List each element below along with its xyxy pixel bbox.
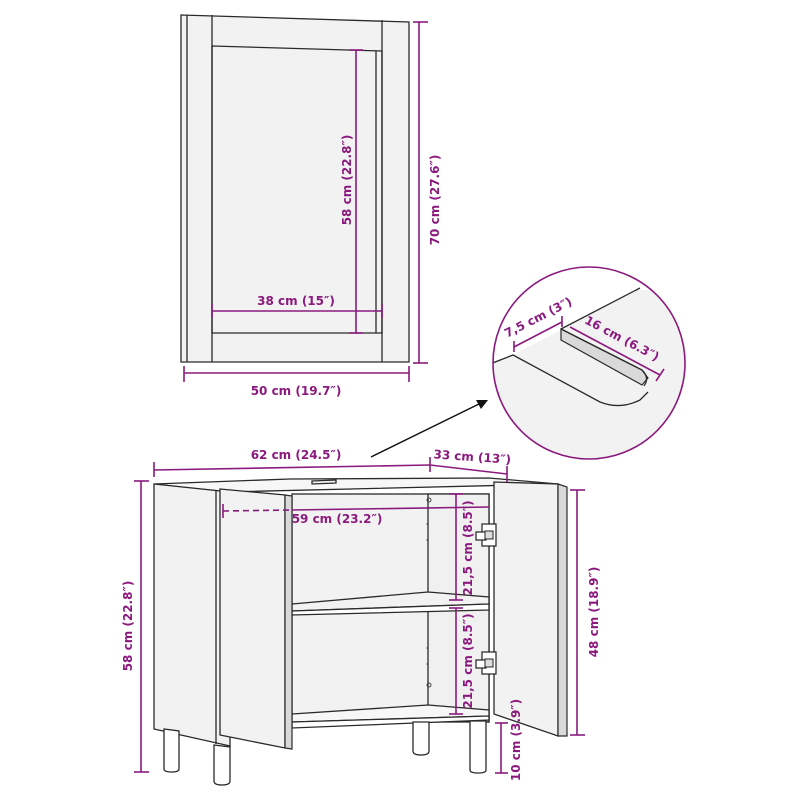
door-inner-height-dimension: 58 cm (22.8″): [340, 49, 363, 334]
hinge-upper-icon: [475, 523, 497, 547]
upper-compartment-dimension: 21,5 cm (8.5″): [449, 493, 475, 601]
cabinet-height-label: 58 cm (22.8″): [121, 581, 135, 672]
door-inner-width-label: 38 cm (15″): [257, 294, 335, 308]
cutout-detail-circle: 7,5 cm (3″) 16 cm (6.3″): [492, 266, 686, 460]
door-panel: [180, 14, 410, 363]
door-height-label: 70 cm (27.6″): [428, 155, 442, 246]
cabinet-depth-label: 33 cm (13″): [433, 447, 511, 466]
cabinet-door-height-label: 48 cm (18.9″): [587, 567, 601, 658]
door-height-dimension-cabinet: 48 cm (18.9″): [570, 489, 601, 736]
door-inner-height-label: 58 cm (22.8″): [340, 135, 354, 226]
upper-compartment-label: 21,5 cm (8.5″): [461, 500, 475, 595]
door-width-dimension: 50 cm (19.7″): [183, 366, 410, 398]
cabinet-width-dimension: 62 cm (24.5″): [153, 448, 431, 477]
door-height-dimension: 70 cm (27.6″): [413, 21, 442, 364]
lower-compartment-dimension: 21,5 cm (8.5″): [449, 607, 475, 715]
cabinet-depth-dimension: 33 cm (13″): [429, 447, 512, 482]
cabinet-inner-width-label: 59 cm (23.2″): [292, 512, 383, 526]
lower-compartment-label: 21,5 cm (8.5″): [461, 613, 475, 708]
hinge-lower-icon: [475, 651, 497, 675]
cabinet-height-dimension: 58 cm (22.8″): [121, 480, 149, 773]
door-inner-width-dimension: 38 cm (15″): [211, 294, 383, 318]
leg-height-dimension: 10 cm (3.9″): [495, 699, 523, 781]
door-width-label: 50 cm (19.7″): [251, 384, 342, 398]
cabinet-width-label: 62 cm (24.5″): [251, 448, 342, 462]
cabinet-legs: [163, 720, 487, 786]
leg-height-label: 10 cm (3.9″): [509, 699, 523, 781]
detail-arrow: [370, 400, 488, 458]
